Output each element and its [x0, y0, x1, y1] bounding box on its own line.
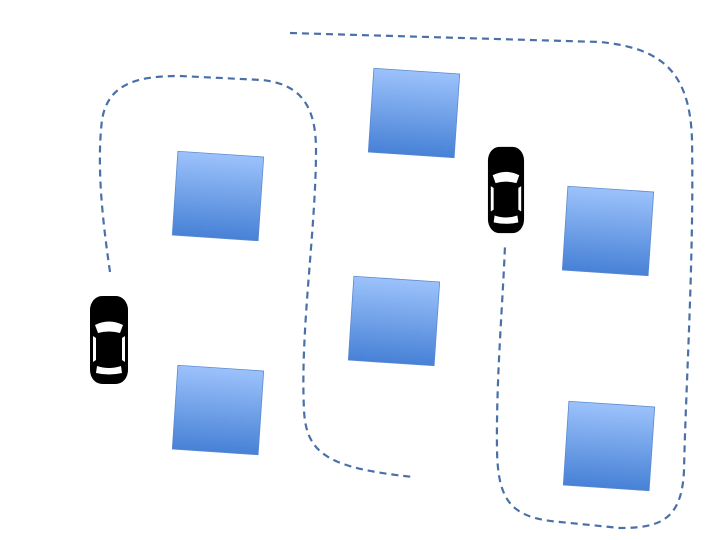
car-right: [487, 146, 525, 234]
route-right: [289, 31, 694, 530]
car-left: [90, 296, 128, 384]
block-2: [367, 67, 461, 159]
block-1: [171, 150, 265, 242]
block-3: [561, 185, 655, 277]
block-4: [347, 275, 441, 367]
block-5: [171, 364, 265, 456]
block-6: [562, 400, 656, 492]
route-left: [98, 74, 414, 479]
